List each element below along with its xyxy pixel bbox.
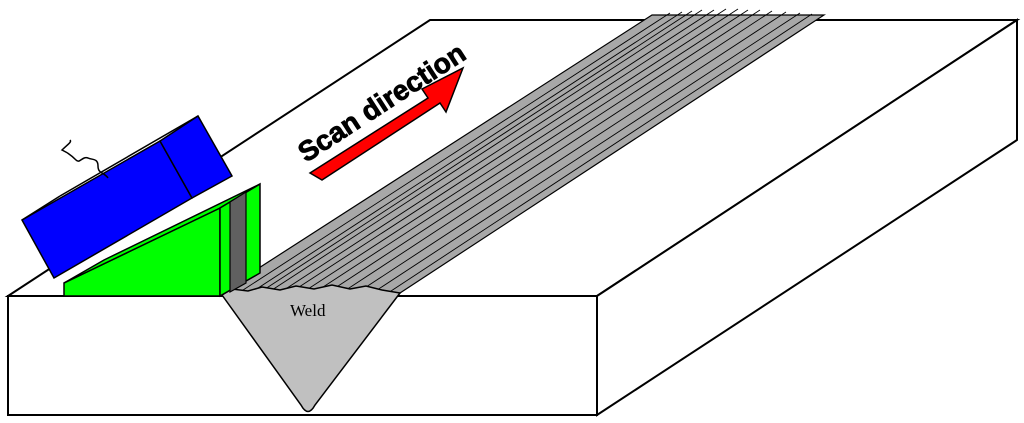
weld-label: Weld (290, 301, 326, 320)
probe-housing-top (159, 114, 234, 200)
weld-bead (217, 8, 827, 294)
cable-icon (60, 139, 109, 179)
ultrasonic-probe-icon (20, 114, 261, 298)
weld-cross-section (220, 284, 402, 413)
scan-direction-arrow-icon (308, 66, 465, 181)
plate-side-face (596, 18, 1018, 417)
transducer-element (229, 190, 247, 294)
